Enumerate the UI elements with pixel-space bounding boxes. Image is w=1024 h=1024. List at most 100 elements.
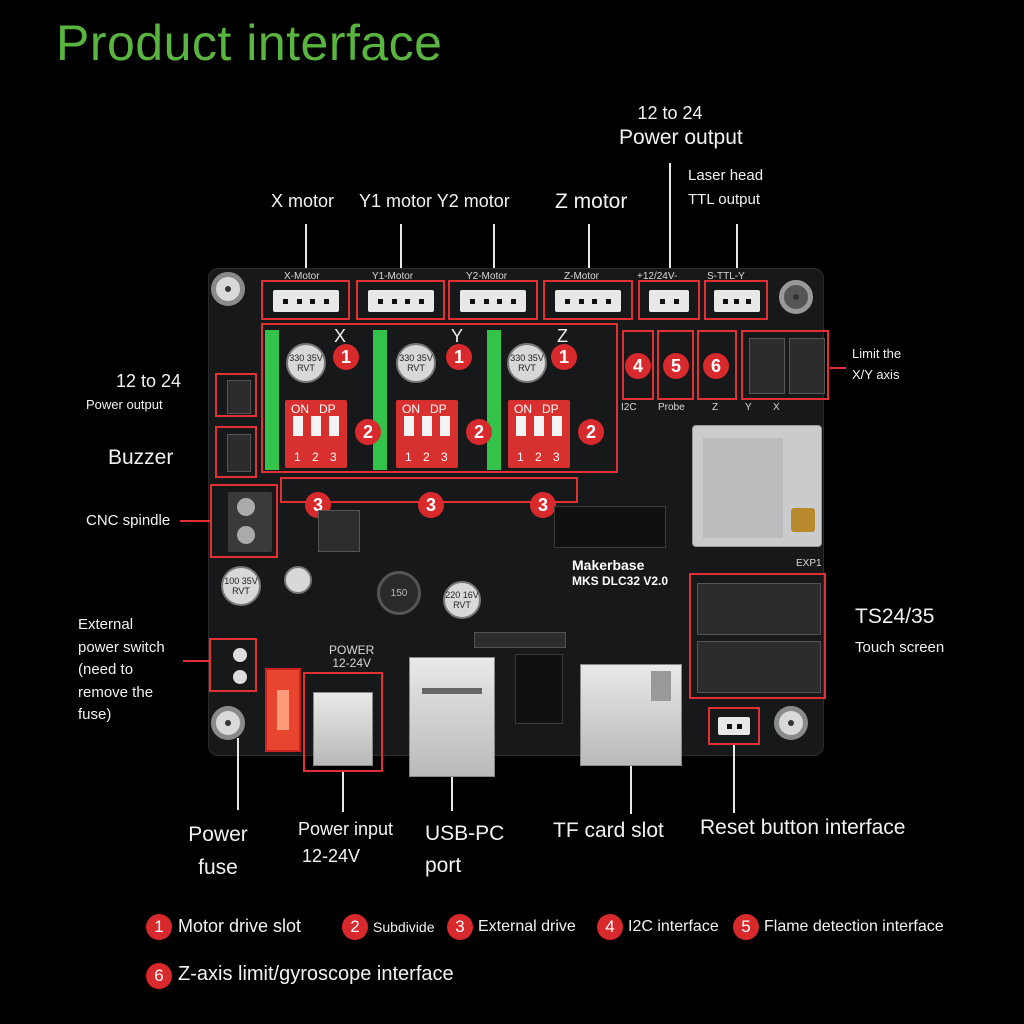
power-output-connector	[638, 280, 700, 320]
ts-label-line1: TS24/35	[855, 605, 935, 628]
laser-head-line1: Laser head	[688, 167, 764, 184]
x-motor-label: X motor	[271, 191, 335, 211]
badge-1-x: 1	[333, 344, 359, 370]
tf-card-label: TF card slot	[553, 819, 664, 842]
legend-text-3: External drive	[478, 918, 576, 935]
mount-hole-bottom-right	[774, 706, 808, 740]
power-fuse-leader	[237, 738, 239, 810]
silk-i2c: I2C	[621, 402, 637, 413]
silk-limit-z: Z	[712, 402, 719, 413]
silk-ttl: S-TTL-Y	[707, 271, 745, 282]
z-motor-label: Z motor	[555, 190, 628, 213]
switch-pointer	[183, 660, 209, 662]
usb-chip	[515, 654, 563, 724]
mount-hole-bottom-left	[211, 706, 245, 740]
z-motor-connector	[543, 280, 633, 320]
resistor-array	[474, 632, 566, 648]
y2-motor-leader	[493, 224, 495, 276]
left-power-output-connector	[215, 373, 257, 417]
badge-1-z: 1	[551, 344, 577, 370]
z-limit-connector	[697, 330, 737, 400]
silk-exp1: EXP1	[796, 558, 822, 569]
legend-text-1: Motor drive slot	[178, 916, 302, 936]
touch-screen-connectors	[689, 573, 826, 699]
silk-x-motor: X-Motor	[284, 271, 320, 282]
tf-card-slot	[580, 664, 682, 766]
ts-label-line2: Touch screen	[855, 639, 945, 656]
page-title: Product interface	[56, 15, 443, 71]
badge-2-z: 2	[578, 419, 604, 445]
driver-y-terminal	[373, 330, 387, 470]
power-fuse	[265, 668, 301, 752]
capacitor-y: 330 35V RVT	[396, 343, 436, 383]
board-model: MKS DLC32 V2.0	[572, 574, 669, 588]
silk-y1-motor: Y1-Motor	[372, 271, 414, 282]
limit-line1: Limit the	[852, 346, 902, 361]
badge-2-x: 2	[355, 419, 381, 445]
y2-motor-connector	[448, 280, 538, 320]
z-motor-leader	[588, 224, 590, 276]
silk-z-motor: Z-Motor	[564, 271, 599, 282]
legend-text-4: I2C interface	[628, 918, 719, 935]
silk-power-out: +12/24V-	[637, 271, 678, 282]
power-output-top-line1: 12 to 24	[637, 103, 703, 123]
external-switch-label: External power switch (need to remove th…	[78, 616, 165, 723]
limit-pointer	[830, 367, 846, 369]
x-motor-leader	[305, 224, 307, 276]
laser-ttl-connector	[704, 280, 768, 320]
badge-4: 4	[625, 353, 651, 379]
power-input-leader	[342, 772, 344, 812]
legend-badge-1: 1	[146, 914, 172, 940]
y1-motor-leader	[400, 224, 402, 276]
xy-limit-connectors	[741, 330, 829, 400]
i2c-connector	[622, 330, 654, 400]
external-power-switch	[209, 638, 257, 692]
badge-6: 6	[703, 353, 729, 379]
buzzer-label: Buzzer	[108, 446, 174, 469]
badge-3-z: 3	[530, 492, 556, 518]
reset-leader	[733, 745, 735, 813]
badge-2-y: 2	[466, 419, 492, 445]
legend-badge-5: 5	[733, 914, 759, 940]
capacitor-left: 100 35V RVT	[221, 566, 261, 606]
regulator	[318, 510, 360, 552]
legend-badge-6: 6	[146, 963, 172, 989]
cnc-spindle-connector	[210, 484, 278, 558]
axis-letter-y: Y	[451, 326, 464, 346]
usb-leader	[451, 777, 453, 811]
probe-connector	[657, 330, 694, 400]
legend-text-6: Z-axis limit/gyroscope interface	[178, 963, 454, 985]
axis-letter-x: X	[334, 326, 347, 346]
legend-badge-4: 4	[597, 914, 623, 940]
silk-limit-y: Y	[745, 402, 752, 413]
power-output-left-line2: Power output	[86, 397, 163, 412]
legend-badge-3: 3	[447, 914, 473, 940]
badge-5: 5	[663, 353, 689, 379]
power-output-leader	[669, 163, 671, 276]
silk-limit-x: X	[773, 402, 780, 413]
board-brand: Makerbase	[572, 557, 645, 573]
capacitor-mid: 220 16V RVT	[443, 581, 481, 619]
reset-label: Reset button interface	[700, 816, 906, 839]
capacitor-small	[284, 566, 312, 594]
badge-3-y: 3	[418, 492, 444, 518]
laser-leader	[736, 224, 738, 276]
cnc-spindle-pointer	[180, 520, 210, 522]
mount-hole-top-left	[211, 272, 245, 306]
silk-probe: Probe	[658, 402, 685, 413]
buzzer-connector	[215, 426, 257, 478]
capacitor-x: 330 35V RVT	[286, 343, 326, 383]
motor-driver-area	[261, 323, 618, 473]
driver-z-terminal	[487, 330, 501, 470]
power-output-top-line2: Power output	[619, 126, 743, 149]
tf-card-leader	[630, 766, 632, 814]
usb-pc-port	[409, 657, 495, 777]
y1-motor-connector	[356, 280, 445, 320]
capacitor-z: 330 35V RVT	[507, 343, 547, 383]
y-motor-label: Y1 motor Y2 motor	[359, 191, 510, 211]
